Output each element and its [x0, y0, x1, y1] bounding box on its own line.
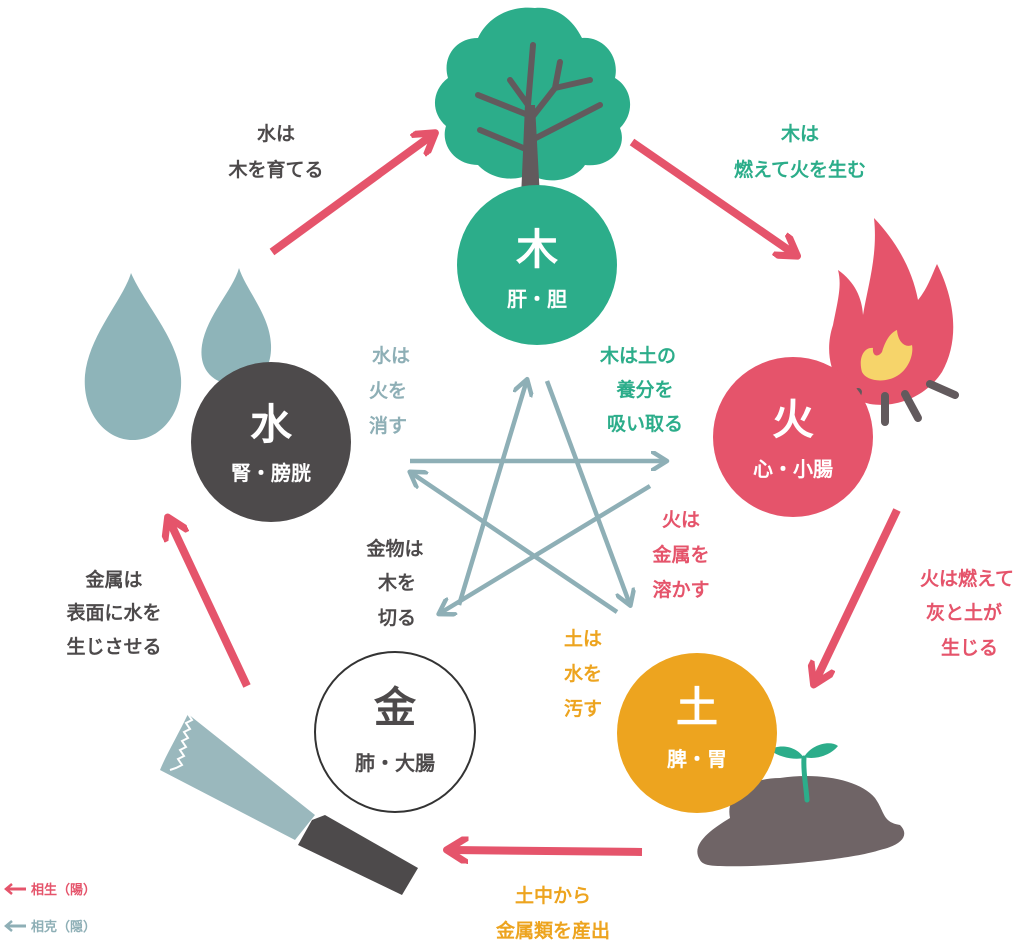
label-line: 水は: [372, 345, 410, 367]
arrow-earth-to-metal: [452, 850, 643, 852]
earth-circle: [617, 653, 777, 813]
label-line: 金属類を産出: [495, 919, 610, 942]
label-line: 土は: [564, 628, 602, 650]
label-line: 火は燃えて: [920, 567, 1014, 590]
water-name: 水: [250, 400, 293, 449]
tree-icon: [434, 7, 631, 203]
label-line: 土中から: [515, 884, 591, 907]
arrow-metal-to-wood: [456, 383, 526, 606]
label-line: 金属を: [651, 543, 709, 566]
label-metal-to-water: 金属は 表面に水を 生じさせる: [66, 568, 161, 658]
metal-circle: [314, 651, 476, 813]
label-line: 溶かす: [652, 578, 709, 601]
wood-name: 木: [516, 225, 558, 274]
arrow-fire-to-metal: [442, 484, 652, 612]
label-line: 水を: [564, 663, 602, 685]
legend-arrowhead-generating: [4, 883, 13, 895]
element-fire: 火 心・小腸: [713, 357, 873, 517]
label-line: 灰と土が: [926, 601, 1002, 624]
water-organs: 腎・膀胱: [231, 461, 311, 485]
label-line: 木は: [780, 122, 819, 145]
arrow-wood-to-fire: [629, 138, 793, 253]
metal-organs: 肺・大腸: [355, 751, 435, 775]
element-earth: 土 脾・胃: [617, 653, 777, 813]
earth-organs: 脾・胃: [667, 747, 727, 771]
arrow-metal-to-water: [170, 522, 251, 688]
label-line: 生じる: [941, 636, 998, 659]
wood-organs: 肝・胆: [507, 287, 567, 311]
label-line: 吸い取る: [607, 413, 683, 435]
earth-name: 土: [676, 683, 718, 732]
metal-name: 金: [373, 683, 417, 732]
label-line: 木を: [377, 571, 416, 594]
controlling-arrows: [410, 381, 663, 612]
label-line: 切る: [378, 607, 416, 629]
soil-sprout-icon: [697, 743, 905, 867]
wood-circle: [457, 185, 617, 345]
label-water-to-fire: 水は 火を 消す: [369, 345, 410, 437]
fire-circle: [713, 357, 873, 517]
arrow-wood-to-earth: [544, 380, 629, 602]
label-wood-to-earth: 木は土の 養分を 吸い取る: [599, 344, 683, 435]
legend-label-generating: 相生（陽）: [31, 882, 96, 898]
water-circle: [191, 362, 351, 522]
label-line: 消す: [369, 414, 407, 437]
element-water: 水 腎・膀胱: [191, 362, 351, 522]
label-line: 表面に水を: [66, 601, 161, 624]
label-line: 金属は: [84, 568, 142, 591]
label-line: 養分を: [615, 378, 673, 401]
label-line: 水は: [257, 123, 295, 145]
element-wood: 木 肝・胆: [457, 185, 617, 345]
label-line: 木を育てる: [227, 158, 323, 181]
arrow-earth-to-water: [413, 474, 619, 614]
arrow-fire-to-earth: [816, 508, 901, 680]
arrow-water-to-wood: [269, 136, 431, 256]
label-fire-to-earth: 火は燃えて 灰と土が 生じる: [920, 567, 1014, 659]
label-line: 火を: [369, 380, 407, 402]
fire-name: 火: [772, 395, 814, 444]
saw-icon: [160, 713, 418, 895]
legend-label-controlling: 相克（隠）: [31, 919, 96, 935]
label-line: 汚す: [564, 698, 602, 720]
label-line: 金物は: [365, 537, 423, 560]
label-line: 木は土の: [599, 344, 676, 367]
label-earth-to-water: 土は 水を 汚す: [564, 628, 602, 720]
label-earth-to-metal: 土中から 金属類を産出: [495, 884, 610, 942]
label-line: 生じさせる: [66, 635, 161, 658]
generating-arrows: [170, 136, 901, 852]
element-metal: 金 肺・大腸: [314, 651, 476, 813]
label-metal-to-wood: 金物は 木を 切る: [365, 537, 423, 629]
label-fire-to-metal: 火は 金属を 溶かす: [651, 509, 709, 601]
fire-organs: 心・小腸: [753, 457, 833, 481]
legend: 相生（陽） 相克（隠）: [4, 882, 96, 935]
label-wood-to-fire: 木は 燃えて火を生む: [734, 122, 866, 181]
label-line: 火は: [662, 509, 700, 531]
legend-arrowhead-controlling: [4, 920, 13, 932]
legend-item-controlling: 相克（隠）: [4, 919, 96, 935]
water-drops-icon: [84, 268, 272, 440]
label-water-to-wood: 水は 木を育てる: [227, 123, 323, 181]
legend-item-generating: 相生（陽）: [4, 882, 96, 898]
label-line: 燃えて火を生む: [734, 158, 866, 181]
